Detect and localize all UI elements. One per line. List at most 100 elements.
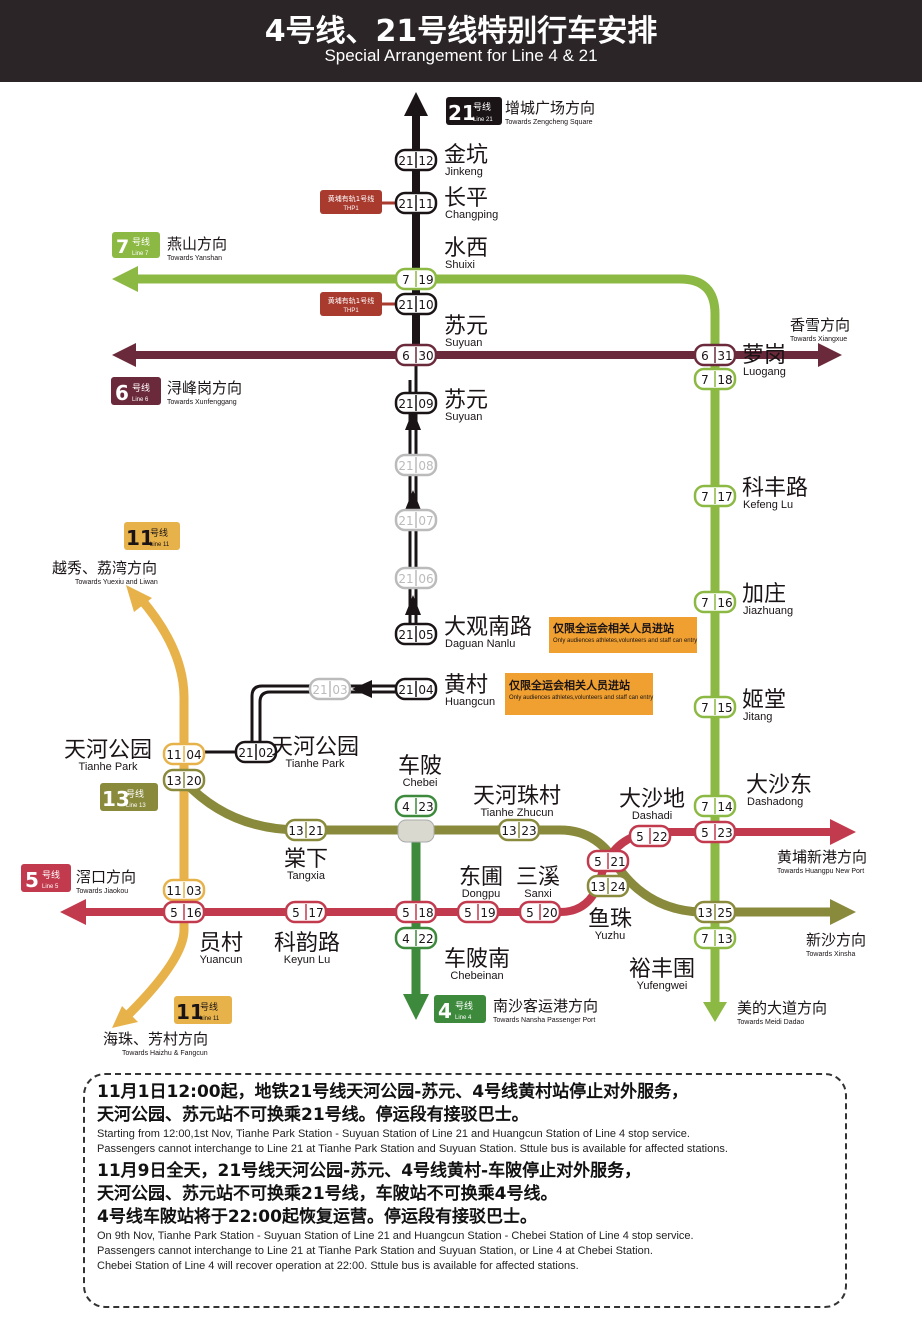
station-code-line: 7 [701,800,709,814]
svg-text:燕山方向: 燕山方向 [167,235,227,253]
line7-track [135,274,720,1008]
station-name-cn: 员村 [199,931,243,956]
station-name-cn: 长平 [444,186,488,211]
station-name-cn: 苏元 [444,314,488,339]
station-code-line: 13 [288,824,303,838]
station-code-line: 5 [636,830,644,844]
station-code-number: 13 [717,932,732,946]
station-name-en: Sanxi [524,888,552,900]
line11-badge-bottom: 11 号线 Line 11 [174,996,232,1024]
station-name-en: Changping [445,209,498,221]
svg-text:号线: 号线 [200,1001,218,1013]
station-code-line: 21 [398,298,413,312]
line21-arrow-up-3 [405,595,421,615]
svg-text:Line 21: Line 21 [473,117,493,123]
station-code-line: 21 [238,746,253,760]
station-name-en: Tianhe Park [286,758,345,770]
svg-text:13: 13 [102,787,130,811]
station-code-line: 21 [398,628,413,642]
station-code-badge-c631: 6 31 [693,343,737,367]
station-code-line: 7 [701,373,709,387]
station-code-number: 31 [717,349,732,363]
station-name-en: Chebeinan [450,970,503,982]
line7-arrow-west [112,266,138,292]
station-code-line: 21 [398,154,413,168]
chebei-closed-block [397,819,435,843]
station-name-cn: 大沙东 [746,773,812,798]
station-name-en: Tangxia [287,870,326,882]
station-code-line: 21 [398,397,413,411]
station-name-cn: 三溪 [516,865,560,890]
line6-badge: 6 号线 Line 6 [111,377,161,405]
svg-text:号线: 号线 [126,788,144,800]
station-code-number: 20 [186,774,201,788]
station-code-number: 08 [418,459,433,473]
station-name-en: Shuixi [445,259,475,271]
station-name-en: Jitang [743,711,772,723]
station-name-cn: 姬堂 [742,688,786,713]
station-code-number: 25 [717,906,732,920]
station-name-en: Jinkeng [445,166,483,178]
station-code-number: 17 [717,490,732,504]
station-name-en: Huangcun [445,696,495,708]
station-code-line: 13 [697,906,712,920]
station-code-number: 07 [418,514,433,528]
station-code-line: 6 [701,349,709,363]
line11-track [121,595,189,1022]
station-code-line: 7 [701,490,709,504]
station-code-badge-c2104: 21 04 [394,677,438,701]
station-code-number: 02 [258,746,273,760]
svg-text:Line 6: Line 6 [132,397,149,403]
station-name-en: Tianhe Zhucun [481,807,554,819]
svg-text:Line 7: Line 7 [132,251,149,257]
station-code-line: 11 [166,748,181,762]
station-code-line: 13 [166,774,181,788]
station-code-number: 03 [332,683,347,697]
svg-text:号线: 号线 [132,382,150,394]
direction-xunfenggang: 浔峰岗方向 Towards Xunfenggang [167,379,242,406]
line6-arrow-west [112,343,136,367]
station-code-number: 23 [418,800,433,814]
line21-arrow-up-2 [405,490,421,510]
station-code-number: 20 [542,906,557,920]
line13-badge: 13 号线 Line 13 [100,783,158,811]
station-name-cn: 黄村 [444,673,488,698]
svg-text:号线: 号线 [132,236,150,248]
svg-text:Line 13: Line 13 [126,803,146,809]
station-code-badge-c2102: 21 02 [234,740,278,764]
station-code-line: 4 [402,932,410,946]
notice-p1-en-1: Starting from 12:00,1st Nov, Tianhe Park… [97,1128,690,1140]
station-code-line: 21 [398,514,413,528]
header-banner: 4号线、21号线特别行车安排 Special Arrangement for L… [0,0,922,82]
station-code-line: 6 [402,349,410,363]
notice-p2-cn-1: 11月9日全天，21号线天河公园-苏元、4号线黄村-车陂停止对外服务， [97,1161,642,1181]
station-code-line: 21 [398,683,413,697]
line21-badge: 21 号线 Line 21 [446,97,502,125]
station-name-en: Kefeng Lu [743,499,793,511]
station-code-line: 21 [398,197,413,211]
station-code-number: 16 [186,906,201,920]
station-code-line: 5 [402,906,410,920]
svg-text:香雪方向: 香雪方向 [790,316,850,334]
station-code-number: 04 [418,683,433,697]
svg-text:THP1: THP1 [343,308,359,314]
line7-arrow-south [703,1002,727,1022]
svg-text:美的大道方向: 美的大道方向 [737,999,827,1017]
station-name-cn: 东圃 [459,865,503,890]
svg-text:Towards Yuexiu and Liwan: Towards Yuexiu and Liwan [75,579,158,586]
svg-text:号线: 号线 [150,527,168,539]
